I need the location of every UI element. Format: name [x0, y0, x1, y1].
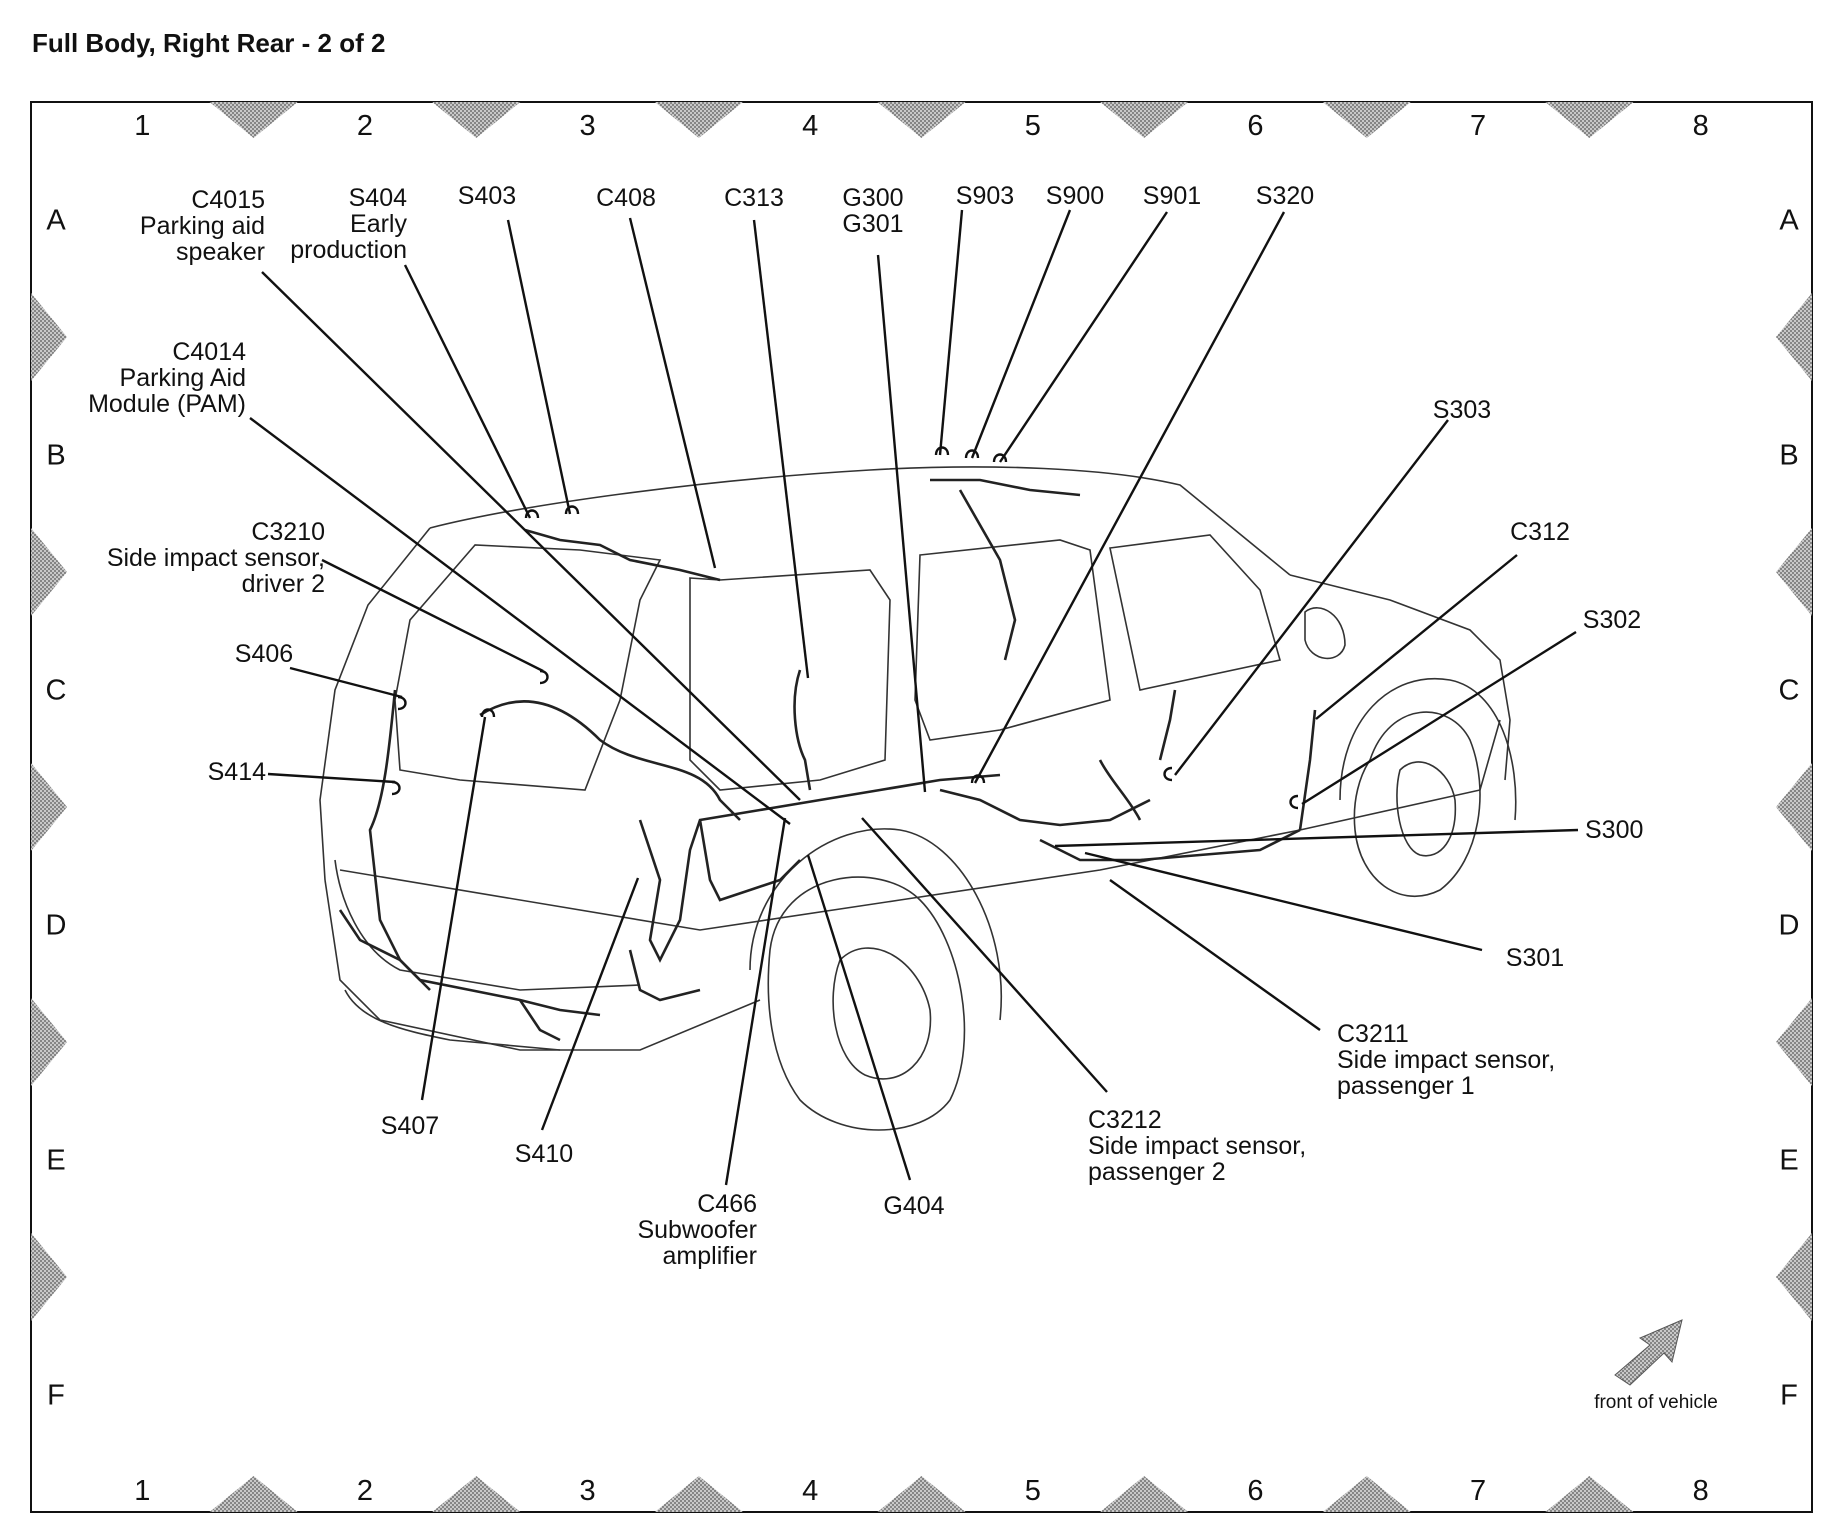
grid-col-top-5: 5	[1025, 110, 1041, 142]
front-arrow-icon	[1614, 1319, 1683, 1386]
grid-row-right-C: C	[1779, 675, 1800, 707]
grid-col-bottom-6: 6	[1247, 1475, 1263, 1507]
grid-marker-icon	[432, 102, 521, 138]
grid-marker-icon	[1776, 528, 1812, 616]
grid-marker-icon	[1100, 102, 1189, 138]
label-c408: C408	[596, 184, 656, 212]
label-s410: S410	[515, 1140, 573, 1168]
grid-col-bottom-4: 4	[802, 1475, 818, 1507]
grid-marker-icon	[1776, 763, 1812, 851]
label-s414: S414	[208, 758, 266, 786]
grid-row-left-F: F	[47, 1380, 65, 1412]
grid-marker-icon	[654, 1476, 743, 1512]
grid-row-left-E: E	[46, 1145, 65, 1177]
grid-row-right-D: D	[1779, 910, 1800, 942]
grid-row-right-A: A	[1779, 205, 1799, 237]
wiring-harness	[338, 478, 1317, 1042]
grid-marker-icon	[1322, 102, 1411, 138]
grid-col-top-8: 8	[1693, 110, 1709, 142]
grid-col-bottom-2: 2	[357, 1475, 373, 1507]
page-title: Full Body, Right Rear - 2 of 2	[32, 28, 386, 58]
label-s900: S900	[1046, 182, 1104, 210]
grid-marker-icon	[31, 998, 67, 1086]
grid-col-bottom-8: 8	[1693, 1475, 1709, 1507]
label-s407: S407	[381, 1112, 439, 1140]
grid-row-left-D: D	[46, 910, 67, 942]
grid-row-left-B: B	[46, 440, 65, 472]
label-s903: S903	[956, 182, 1014, 210]
grid-marker-icon	[31, 293, 67, 381]
grid-marker-icon	[1100, 1476, 1189, 1512]
leader-lines	[249, 209, 1579, 1186]
grid-row-right-B: B	[1779, 440, 1798, 472]
grid-col-top-6: 6	[1247, 110, 1263, 142]
grid-marker-icon	[877, 1476, 966, 1512]
label-c313: C313	[724, 184, 784, 212]
grid-marker-icon	[1545, 102, 1634, 138]
label-g404: G404	[883, 1192, 944, 1220]
front-of-vehicle-label: front of vehicle	[1594, 1392, 1718, 1413]
grid-marker-icon	[1776, 293, 1812, 381]
grid-marker-icon	[31, 1233, 67, 1321]
grid-marker-icon	[1776, 998, 1812, 1086]
connector-hooks	[391, 446, 1299, 810]
grid-marker-icon	[432, 1476, 521, 1512]
grid-marker-icon	[877, 102, 966, 138]
grid-marker-icon	[1322, 1476, 1411, 1512]
grid-col-bottom-3: 3	[579, 1475, 595, 1507]
grid-row-right-E: E	[1779, 1145, 1798, 1177]
diagram-frame	[30, 101, 1813, 1513]
grid-marker-icon	[209, 102, 298, 138]
label-s403: S403	[458, 182, 516, 210]
grid-row-left-C: C	[46, 675, 67, 707]
grid-marker-icon	[209, 1476, 298, 1512]
grid-col-bottom-1: 1	[134, 1475, 150, 1507]
grid-row-left-A: A	[46, 205, 66, 237]
label-s320: S320	[1256, 182, 1314, 210]
grid-marker-icon	[1776, 1233, 1812, 1321]
label-s301: S301	[1506, 944, 1564, 972]
grid-col-top-3: 3	[579, 110, 595, 142]
grid-marker-icon	[31, 763, 67, 851]
front-of-vehicle-indicator: front of vehicle	[1594, 1319, 1718, 1413]
grid-marker-icon	[31, 528, 67, 616]
grid-col-top-1: 1	[134, 110, 150, 142]
label-s406: S406	[235, 640, 293, 668]
label-s303: S303	[1433, 396, 1491, 424]
vehicle-outline	[319, 466, 1517, 1131]
grid-col-top-2: 2	[357, 110, 373, 142]
label-s300: S300	[1585, 816, 1643, 844]
label-c312: C312	[1510, 518, 1570, 546]
grid-markers	[31, 102, 1812, 1512]
label-s302: S302	[1583, 606, 1641, 634]
grid-col-bottom-7: 7	[1470, 1475, 1486, 1507]
grid-marker-icon	[1545, 1476, 1634, 1512]
grid-col-top-4: 4	[802, 110, 818, 142]
grid-row-right-F: F	[1780, 1380, 1798, 1412]
grid-marker-icon	[654, 102, 743, 138]
grid-col-bottom-5: 5	[1025, 1475, 1041, 1507]
label-s901: S901	[1143, 182, 1201, 210]
grid-col-top-7: 7	[1470, 110, 1486, 142]
